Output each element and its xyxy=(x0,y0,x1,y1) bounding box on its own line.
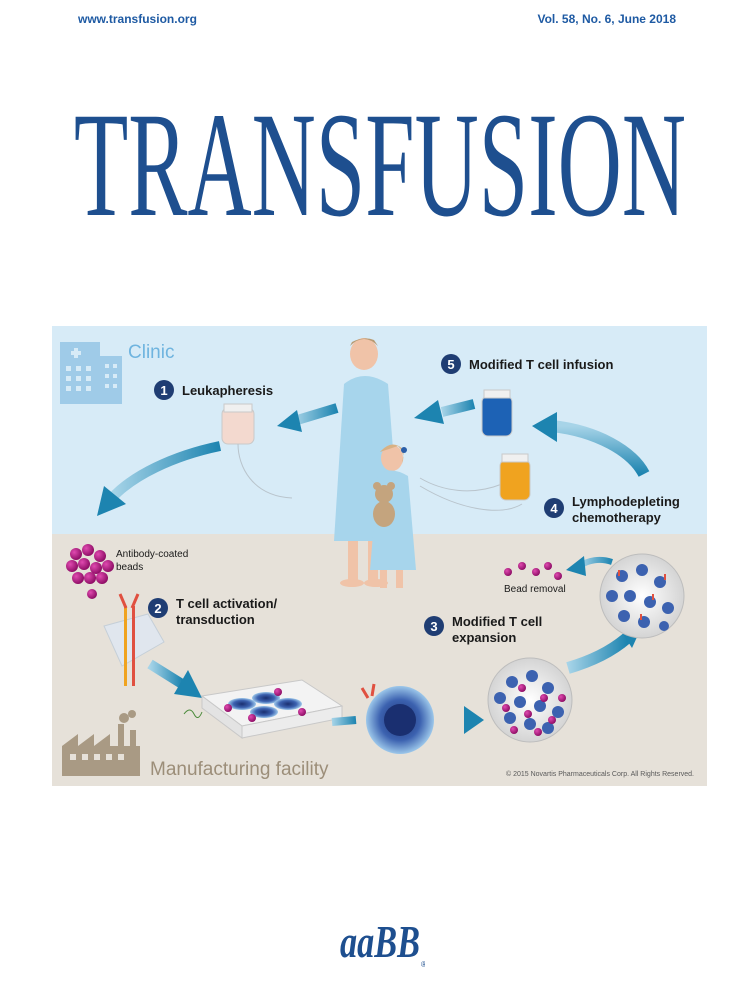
arrow-to-bead-removal xyxy=(566,633,631,674)
step-4-label-line1: Lymphodepleting xyxy=(572,494,680,509)
arrow-to-flask xyxy=(147,659,185,689)
aabb-logo: aaBB ® xyxy=(340,916,425,969)
svg-text:3: 3 xyxy=(430,619,437,634)
step-3-label-line2: expansion xyxy=(452,630,516,645)
bead-removal-dish xyxy=(599,553,685,639)
arrow-leukapheresis-down xyxy=(108,441,222,502)
leukapheresis-bag xyxy=(221,403,293,499)
clinic-label: Clinic xyxy=(128,342,174,363)
beads-label-line1: Antibody-coated xyxy=(116,549,188,560)
beads-label-line2: beads xyxy=(116,562,143,573)
chemotherapy-bag xyxy=(499,453,531,501)
cover-illustration: Clinic Manufacturing facility 1 Leukaphe… xyxy=(52,326,707,786)
arrow-to-tcell xyxy=(331,716,357,726)
step-4-label-line2: chemotherapy xyxy=(572,510,662,525)
svg-text:aaBB: aaBB xyxy=(340,916,420,967)
step-1-badge xyxy=(154,380,174,400)
svg-text:5: 5 xyxy=(447,357,454,372)
infusion-bag xyxy=(481,389,513,437)
factory-icon xyxy=(62,710,140,776)
step-2-label-line1: T cell activation/ xyxy=(176,596,278,611)
hospital-icon xyxy=(60,342,122,404)
removed-beads xyxy=(504,562,562,580)
arrow-chemo-curve xyxy=(551,420,650,478)
step-5-label: Modified T cell infusion xyxy=(469,357,614,372)
issue-info: Vol. 58, No. 6, June 2018 xyxy=(537,12,676,26)
activation-receptor xyxy=(103,593,165,686)
step-1-label: Leukapheresis xyxy=(182,383,273,398)
journal-title: TRANSFUSION xyxy=(74,82,686,230)
step-5-badge xyxy=(441,354,461,374)
journal-url[interactable]: www.transfusion.org xyxy=(78,12,197,26)
step-2-badge xyxy=(148,598,168,618)
arrow-infusion xyxy=(440,399,476,417)
teddy-bear-icon xyxy=(373,482,395,527)
step-3-label-line1: Modified T cell xyxy=(452,614,542,629)
svg-text:1: 1 xyxy=(160,383,167,398)
patient-child xyxy=(370,444,416,588)
svg-text:4: 4 xyxy=(550,501,558,516)
antibody-beads xyxy=(66,544,114,599)
arrow-to-leukapheresis xyxy=(292,403,339,426)
copyright: © 2015 Novartis Pharmaceuticals Corp. Al… xyxy=(506,770,694,778)
step-3-badge xyxy=(424,616,444,636)
culture-flask xyxy=(183,679,344,739)
svg-text:®: ® xyxy=(421,960,425,969)
journal-masthead: TRANSFUSION xyxy=(74,82,686,230)
modified-t-cell xyxy=(360,683,434,754)
svg-text:2: 2 xyxy=(154,601,161,616)
bead-removal-label: Bead removal xyxy=(504,584,566,595)
manufacturing-label: Manufacturing facility xyxy=(150,759,329,780)
step-4-badge xyxy=(544,498,564,518)
step-2-label-line2: transduction xyxy=(176,612,255,627)
expansion-dish xyxy=(487,657,573,743)
